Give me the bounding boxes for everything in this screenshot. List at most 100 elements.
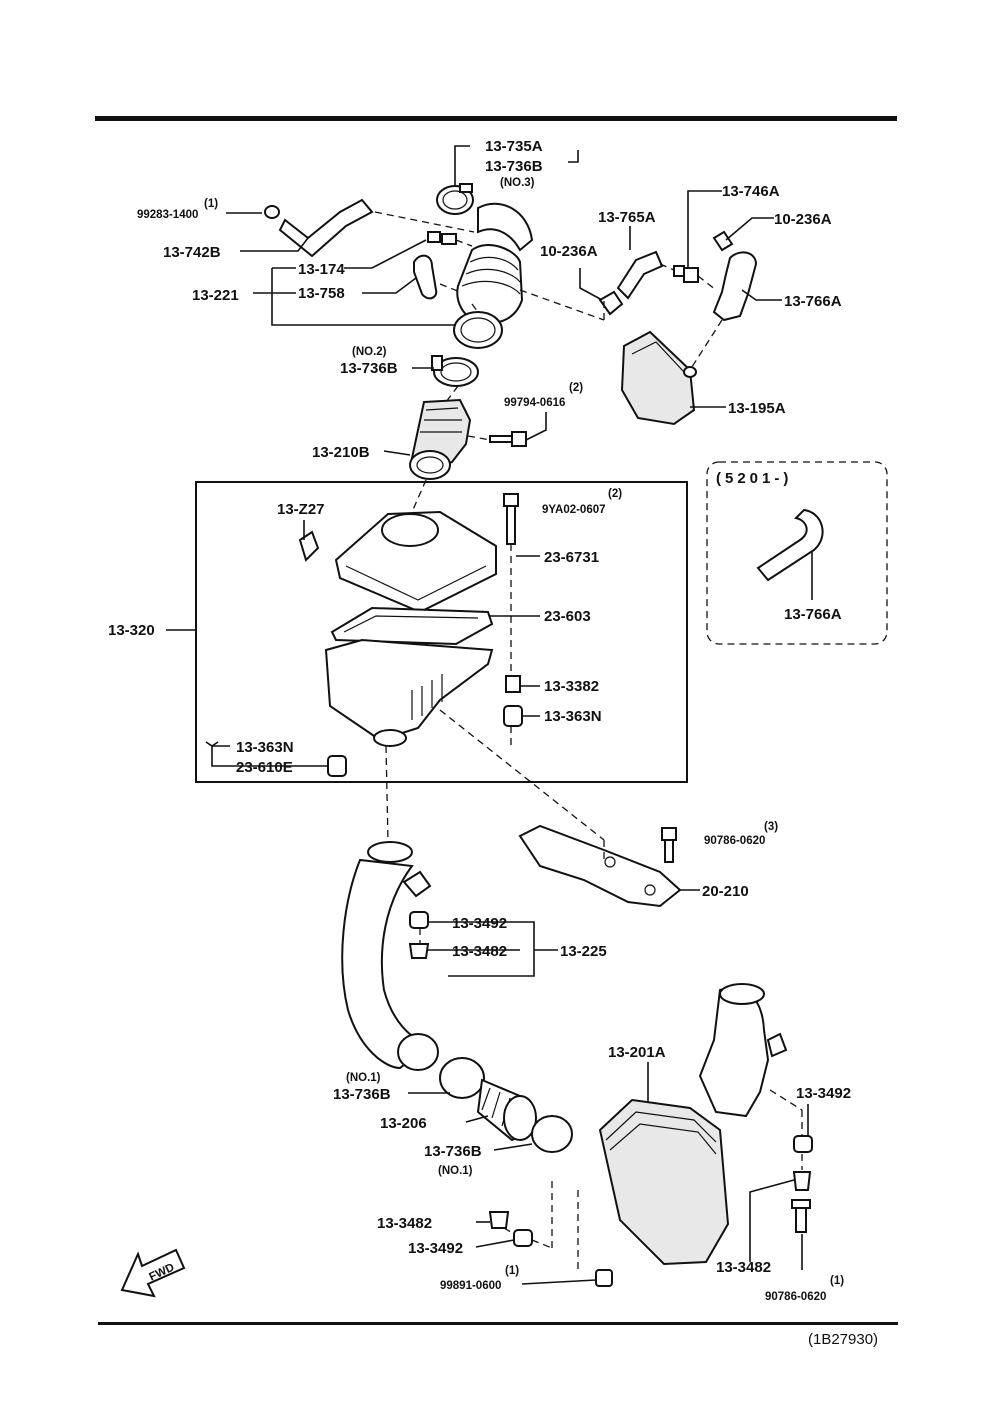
label-23-610E: 23-610E <box>236 759 293 776</box>
label-13-3382: 13-3382 <box>544 678 599 695</box>
label-13-363N-left: 13-363N <box>236 739 294 756</box>
label-13-201A: 13-201A <box>608 1044 666 1061</box>
label-no1-b: (NO.1) <box>438 1165 473 1177</box>
hose-13-206 <box>476 1078 537 1142</box>
air-element-23-603 <box>330 606 494 646</box>
bolt-90786-0620-top <box>661 827 677 863</box>
label-no3: (NO.3) <box>500 177 535 189</box>
grommet-13-3492-mid <box>409 911 429 929</box>
bolt-99794-0616 <box>489 431 527 447</box>
elbow-13-758 <box>413 254 438 300</box>
label-13-Z27: 13-Z27 <box>277 501 325 518</box>
grommet-13-363N-right <box>503 705 523 727</box>
label-13-174: 13-174 <box>298 261 345 278</box>
leader-lines <box>166 145 813 1285</box>
intake-housing-13-201A <box>598 983 788 1266</box>
fwd-arrow-icon: FWD <box>120 1248 186 1298</box>
air-cleaner-case <box>324 638 494 747</box>
breather-hose-13-742B <box>278 198 374 258</box>
hose-13-766A <box>712 251 758 322</box>
bracket-20-210 <box>518 824 682 908</box>
label-90786-0620-bot: 90786-0620 <box>765 1291 826 1303</box>
plug-99283-1400 <box>264 205 280 219</box>
label-13-758: 13-758 <box>298 285 345 302</box>
label-13-736B-low2: 13-736B <box>424 1143 482 1160</box>
hose-13-765A <box>616 250 664 300</box>
clip-13-Z27 <box>298 530 320 562</box>
clip-10-236A-left <box>598 290 624 316</box>
label-13-225: 13-225 <box>560 943 607 960</box>
label-13-765A: 13-765A <box>598 209 656 226</box>
inset-box <box>706 461 888 645</box>
bolt-9YA02-0607 <box>503 493 519 545</box>
label-90786-0620-top: 90786-0620 <box>704 835 765 847</box>
bottom-rule <box>98 1322 898 1325</box>
label-13-3492-right: 13-3492 <box>796 1085 851 1102</box>
label-13-210B: 13-210B <box>312 444 370 461</box>
label-13-746A: 13-746A <box>722 183 780 200</box>
label-13-3482-left: 13-3482 <box>377 1215 432 1232</box>
label-99283-qty: (1) <box>204 198 218 210</box>
bolt-90786-0620-bottom <box>791 1199 811 1233</box>
label-99794-0616: 99794-0616 <box>504 397 565 409</box>
assembly-dash-lines <box>374 211 803 1270</box>
clip-10-236A-right <box>712 230 734 252</box>
label-13-766A-inset: 13-766A <box>784 606 842 623</box>
label-13-3492-mid: 13-3492 <box>452 915 507 932</box>
clamp-13-736B-no1-b <box>531 1115 573 1153</box>
label-13-742B: 13-742B <box>163 244 221 261</box>
resonator-13-195A <box>620 330 697 426</box>
label-inset: (5201-) <box>716 470 792 487</box>
air-cleaner-cover-23-6731 <box>334 510 497 614</box>
grommet-13-3492-left <box>513 1229 533 1247</box>
label-13-736B-low1: 13-736B <box>333 1086 391 1103</box>
label-13-320: 13-320 <box>108 622 155 639</box>
label-13-195A: 13-195A <box>728 400 786 417</box>
intake-duct-13-221 <box>453 202 534 349</box>
label-90786-qty-bot: (1) <box>830 1275 844 1287</box>
label-no2: (NO.2) <box>352 346 387 358</box>
diagram-ref-code: (1B27930) <box>808 1331 878 1348</box>
label-13-363N-right: 13-363N <box>544 708 602 725</box>
label-13-206: 13-206 <box>380 1115 427 1132</box>
label-10-236A-left: 10-236A <box>540 243 598 260</box>
collar-13-3482-right <box>792 1171 812 1191</box>
label-99891-qty: (1) <box>505 1265 519 1277</box>
label-10-236A-right: 10-236A <box>774 211 832 228</box>
clamp-13-736B-no1-a <box>439 1057 485 1099</box>
label-13-766A: 13-766A <box>784 293 842 310</box>
label-99891-0600: 99891-0600 <box>440 1280 501 1292</box>
label-90786-qty-top: (3) <box>764 821 778 833</box>
nut-99891-0600 <box>595 1269 613 1287</box>
hose-clamp-no2 <box>431 355 479 387</box>
collar-13-3482-mid <box>408 943 430 959</box>
grommet-23-610E <box>327 755 347 777</box>
collar-13-3382 <box>505 675 521 693</box>
label-13-3482-mid: 13-3482 <box>452 943 507 960</box>
label-13-736B-mid: 13-736B <box>340 360 398 377</box>
inset-hose-13-766A <box>756 508 824 582</box>
label-13-3492-left: 13-3492 <box>408 1240 463 1257</box>
airflow-meter-13-210B <box>409 398 472 480</box>
label-99283-1400: 99283-1400 <box>137 209 198 221</box>
label-no1-a: (NO.1) <box>346 1072 381 1084</box>
hose-clamp-no3 <box>436 183 474 215</box>
air-duct-13-225 <box>341 841 439 1071</box>
label-20-210: 20-210 <box>702 883 749 900</box>
label-99794-qty: (2) <box>569 382 583 394</box>
label-9YA02-0607: 9YA02-0607 <box>542 504 606 516</box>
label-13-221: 13-221 <box>192 287 239 304</box>
part-labels: 13-735A 13-736B (NO.3) (1) 99283-1400 13… <box>108 138 878 1348</box>
fitting-13-746A <box>673 265 699 283</box>
label-13-735A: 13-735A <box>485 138 543 155</box>
label-9YA02-qty: (2) <box>608 488 622 500</box>
top-rule <box>95 116 897 121</box>
label-13-3482-right: 13-3482 <box>716 1259 771 1276</box>
air-cleaner-box <box>195 481 688 783</box>
fitting-13-174 <box>427 231 457 245</box>
label-23-603: 23-603 <box>544 608 591 625</box>
collar-13-3482-left <box>488 1211 510 1229</box>
label-13-736B-top: 13-736B <box>485 158 543 175</box>
grommet-13-3492-right <box>793 1135 813 1153</box>
